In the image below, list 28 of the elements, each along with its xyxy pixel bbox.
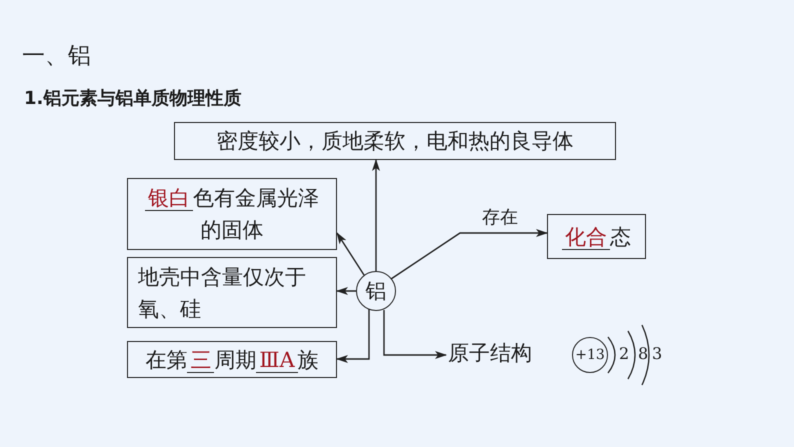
box-text: 态 [610,224,631,248]
arrow [390,229,548,280]
section-heading: 1.铝元素与铝单质物理性质 [24,87,242,110]
box-text: 族 [298,348,319,372]
arrow [383,310,447,359]
shell-number: 3 [652,344,662,364]
box-text: 色有金属光泽的固体 [193,186,319,242]
info-box [127,341,337,378]
info-box: 地壳中含量仅次于氧、硅 [127,257,337,328]
center-circle: 铝 [356,271,396,311]
answer-text: 银白 [145,186,193,211]
box-text: 周期 [214,348,256,372]
box-text: 在第 [145,348,188,372]
arrow [336,232,365,276]
answer-text: 化合 [562,224,610,250]
info-box: 密度较小，质地柔软，电和热的良导体 [174,122,616,160]
answer-text: 三 [187,348,214,372]
arrow [336,287,356,295]
answer-text: ⅢA [256,348,298,372]
info-box [127,178,337,250]
arrow [336,309,370,363]
nucleus-circle: +13 [572,337,608,373]
shell-number: 8 [638,344,648,364]
arrow [372,159,380,271]
title: 一、铝 [22,42,91,71]
answer-box [547,214,646,259]
shell-number: 2 [619,344,630,364]
text-label: 原子结构 [448,336,550,370]
